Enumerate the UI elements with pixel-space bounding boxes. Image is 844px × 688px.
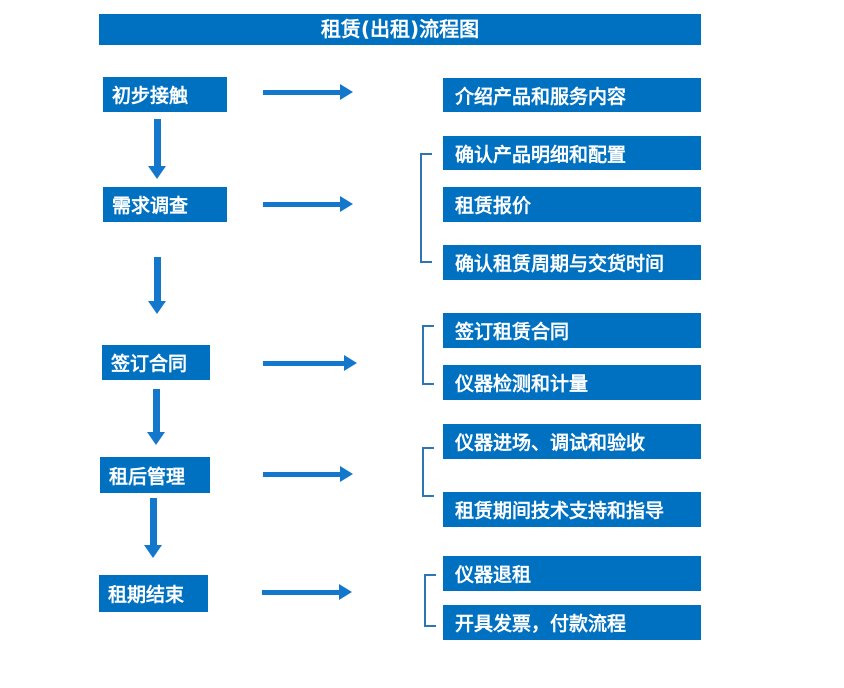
arrow-shaft — [262, 589, 339, 595]
step-box-demand-survey: 需求调查 — [103, 187, 227, 222]
arrow-shaft — [149, 498, 157, 545]
output-box-confirm-details-config: 确认产品明细和配置 — [443, 136, 701, 170]
down-arrow-2 — [148, 257, 166, 314]
page-title: 租赁(出租)流程图 — [99, 14, 701, 45]
output-box-invoice-payment: 开具发票，付款流程 — [443, 605, 701, 640]
output-box-instrument-testing: 仪器检测和计量 — [443, 365, 701, 400]
right-arrow-4 — [263, 466, 353, 482]
arrow-head-icon — [144, 545, 162, 558]
group-bracket-3 — [422, 447, 434, 497]
down-arrow-1 — [148, 119, 166, 179]
arrow-head-icon — [148, 166, 166, 179]
output-box-rental-quote: 租赁报价 — [443, 187, 701, 222]
step-box-initial-contact: 初步接触 — [103, 77, 227, 112]
right-arrow-3 — [263, 355, 357, 371]
output-box-tech-support: 租赁期间技术支持和指导 — [443, 492, 701, 527]
right-arrow-5 — [262, 584, 352, 600]
arrow-head-icon — [340, 196, 353, 212]
down-arrow-3 — [147, 389, 165, 445]
output-box-sign-rental-contract: 签订租赁合同 — [443, 313, 701, 348]
arrow-shaft — [263, 360, 344, 366]
arrow-shaft — [153, 257, 161, 301]
arrow-head-icon — [147, 432, 165, 445]
arrow-shaft — [263, 89, 340, 95]
group-bracket-2 — [422, 325, 434, 385]
arrow-head-icon — [340, 84, 353, 100]
right-arrow-1 — [263, 84, 353, 100]
arrow-head-icon — [339, 584, 352, 600]
down-arrow-4 — [144, 498, 162, 558]
arrow-shaft — [152, 389, 160, 432]
arrow-shaft — [263, 201, 340, 207]
output-box-confirm-period-delivery: 确认租赁周期与交货时间 — [443, 245, 701, 280]
group-bracket-1 — [420, 153, 432, 263]
output-box-instrument-setup-acceptance: 仪器进场、调试和验收 — [443, 424, 701, 459]
group-bracket-4 — [424, 574, 436, 627]
right-arrow-2 — [263, 196, 353, 212]
output-box-introduce-products: 介绍产品和服务内容 — [443, 78, 701, 112]
step-box-rental-end: 租期结束 — [99, 575, 208, 612]
arrow-head-icon — [148, 301, 166, 314]
arrow-shaft — [263, 471, 340, 477]
arrow-head-icon — [340, 466, 353, 482]
step-box-post-rental-management: 租后管理 — [100, 457, 210, 493]
arrow-head-icon — [344, 355, 357, 371]
arrow-shaft — [153, 119, 161, 166]
output-box-instrument-return: 仪器退租 — [443, 556, 701, 591]
step-box-sign-contract: 签订合同 — [102, 345, 210, 380]
